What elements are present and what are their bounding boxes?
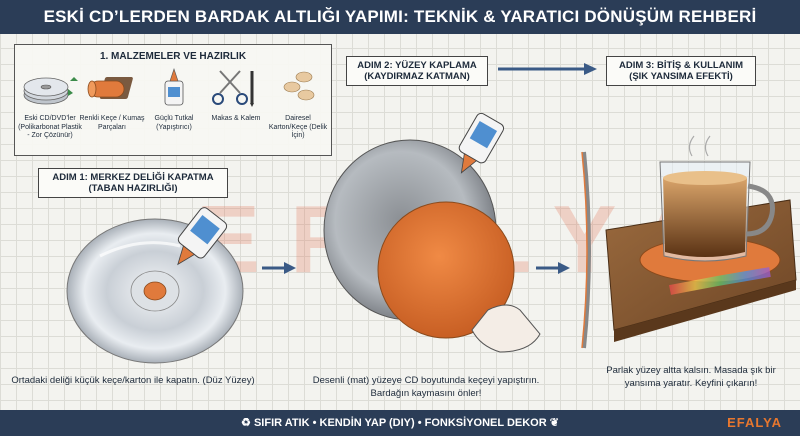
leaf-icon: ❦ (546, 417, 559, 429)
recycle-icon: ♻ (241, 417, 254, 429)
material-label: Dairesel Karton/Keçe (Delik İçin) (268, 115, 328, 139)
footer-bar: ♻ SIFIR ATIK • KENDİN YAP (DIY) • FONKSİ… (0, 410, 800, 436)
material-item-glue: Güçlü Tutkal (Yapıştırıcı) (141, 67, 207, 132)
material-item-scissors: Makas & Kalem (203, 67, 269, 124)
step-2-label: ADIM 2: YÜZEY KAPLAMA (KAYDIRMAZ KATMAN) (346, 56, 488, 86)
step-3-caption: Parlak yüzey altta kalsın. Masada şık bi… (606, 365, 776, 389)
felt-roll-icon (87, 77, 133, 99)
step-2-caption: Desenli (mat) yüzeye CD boyutunda keçeyi… (312, 375, 540, 399)
glue-bottle-icon (164, 68, 184, 106)
felt-circles-icon (283, 71, 315, 101)
material-label: Eski CD/DVD’ler (Polikarbonat Plastik - … (18, 115, 82, 139)
arrow-to-step-2-icon (262, 262, 296, 274)
materials-panel: 1. MALZEMELER VE HAZIRLIK Eski CD/DVD’le… (14, 44, 332, 156)
footer-text: SIFIR ATIK • KENDİN YAP (DIY) • FONKSİYO… (253, 417, 547, 429)
page-title: ESKİ CD’LERDEN BARDAK ALTLIĞI YAPIMI: TE… (0, 0, 800, 34)
step-2-felt-illustration (323, 112, 541, 353)
brand-logo: EFALYA (727, 415, 782, 430)
step-1-label: ADIM 1: MERKEZ DELİĞİ KAPATMA (TABAN HAZ… (38, 168, 228, 198)
scissors-pen-icon (212, 70, 254, 107)
cd-stack-icon (23, 77, 78, 105)
step-1-caption: Ortadaki deliği küçük keçe/karton ile ka… (11, 375, 255, 386)
material-item-felt: Renkli Keçe / Kumaş Parçaları (79, 67, 145, 132)
step-1-cd-illustration (66, 207, 244, 364)
material-label: Güçlü Tutkal (Yapıştırıcı) (154, 115, 194, 131)
arrow-to-step-3-icon (498, 63, 597, 75)
material-item-circles: Dairesel Karton/Keçe (Delik İçin) (265, 67, 331, 141)
material-label: Renkli Keçe / Kumaş Parçaları (79, 115, 145, 131)
side-view-disk-icon (581, 151, 591, 349)
materials-heading: 1. MALZEMELER VE HAZIRLIK (99, 51, 247, 62)
material-label: Makas & Kalem (211, 115, 261, 122)
step-3-label: ADIM 3: BİTİŞ & KULLANIM (ŞIK YANSIMA EF… (606, 56, 756, 86)
arrow-to-step-3b-icon (536, 262, 570, 274)
material-item-cds: Eski CD/DVD’ler (Polikarbonat Plastik - … (17, 67, 83, 141)
step-3-table-illustration (605, 135, 797, 342)
